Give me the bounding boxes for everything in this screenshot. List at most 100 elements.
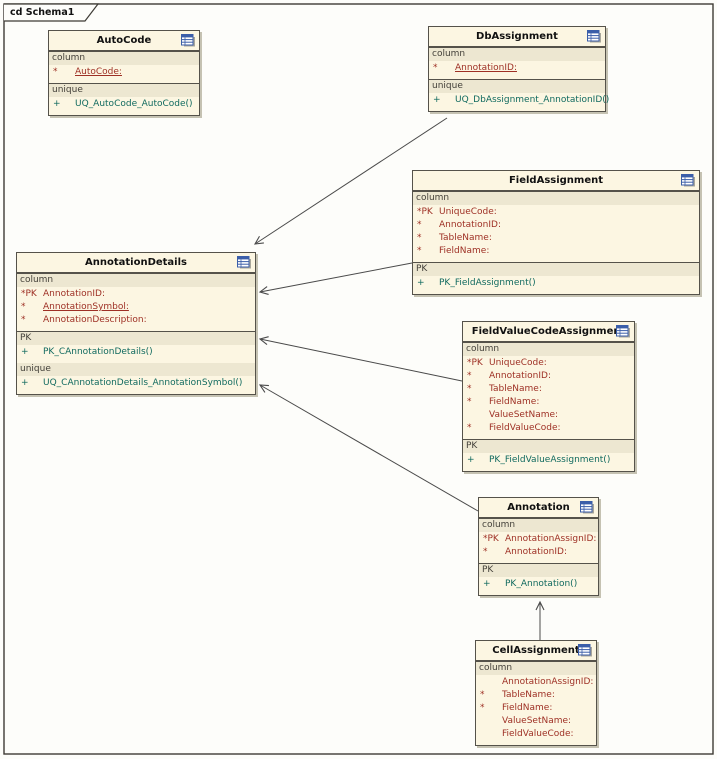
section-rows: AnnotationAssignID:*TableName:* FieldName… xyxy=(476,675,596,745)
row-name: TableName: xyxy=(502,690,555,700)
section-label: column xyxy=(479,519,598,532)
row-prefix xyxy=(476,676,502,689)
row-name: UQ_DbAssignment_AnnotationID() xyxy=(455,95,610,105)
entity-title: AnnotationDetails xyxy=(85,257,187,268)
attribute-row[interactable]: FieldValueCode: xyxy=(476,728,596,741)
section-label: column xyxy=(463,343,634,356)
operation-row[interactable]: + PK_FieldValueAssignment() xyxy=(463,454,634,467)
connector-Annotation-to-AnnotationDetails[interactable] xyxy=(258,384,479,512)
attribute-row[interactable]: *AutoCode: xyxy=(49,66,199,79)
entity-compartment: column*AutoCode: xyxy=(49,51,199,83)
attribute-row[interactable]: ValueSetName: xyxy=(476,715,596,728)
diagram-tab-label: cd Schema1 xyxy=(10,7,75,18)
attribute-row[interactable]: *AnnotationID: xyxy=(413,219,699,232)
row-prefix: * xyxy=(483,547,488,557)
row-name: AnnotationID: xyxy=(505,547,567,557)
attribute-row[interactable]: ValueSetName: xyxy=(463,409,634,422)
section-rows: *AnnotationID: xyxy=(429,61,605,79)
row-prefix: * xyxy=(467,423,472,433)
connector-DbAssignment-to-AnnotationDetails[interactable] xyxy=(253,117,448,245)
operation-row[interactable]: +PK_FieldAssignment() xyxy=(413,277,699,290)
row-prefix: * xyxy=(467,371,472,381)
entity-title: Annotation xyxy=(507,502,570,513)
attribute-row[interactable]: *FieldValueCode: xyxy=(463,422,634,435)
row-prefix: + xyxy=(21,378,29,388)
row-prefix: + xyxy=(467,455,475,465)
row-name: AnnotationDescription: xyxy=(43,315,147,325)
operation-row[interactable]: +PK_CAnnotationDetails() xyxy=(17,346,255,359)
entity-title-bar: FieldAssignment xyxy=(413,171,699,191)
row-name: FieldValueCode: xyxy=(502,729,574,739)
row-name: TableName: xyxy=(439,233,492,243)
row-name: UQ_AutoCode_AutoCode() xyxy=(75,99,193,109)
attribute-row[interactable]: *AnnotationSymbol: xyxy=(17,301,255,314)
row-name: PK_FieldValueAssignment() xyxy=(489,455,611,465)
row-prefix: + xyxy=(53,99,61,109)
section-label: PK xyxy=(479,564,598,577)
row-name: AnnotationID: xyxy=(43,289,105,299)
row-name: FieldName: xyxy=(502,703,553,713)
row-prefix: * xyxy=(467,384,472,394)
entity-title-bar: Annotation xyxy=(479,498,598,518)
section-label: column xyxy=(49,52,199,65)
attribute-row[interactable]: * FieldName: xyxy=(476,702,596,715)
row-prefix: *PK xyxy=(417,207,433,217)
section-label: unique xyxy=(49,84,199,97)
entity-compartment: PK+PK_CAnnotationDetails()unique+UQ_CAnn… xyxy=(17,331,255,394)
row-prefix: *PK xyxy=(483,534,499,544)
attribute-row[interactable]: AnnotationAssignID: xyxy=(476,676,596,689)
entity-title-bar: AutoCode xyxy=(49,31,199,51)
entity-title-bar: DbAssignment xyxy=(429,27,605,47)
row-name: PK_Annotation() xyxy=(505,579,578,589)
row-name: AnnotationID: xyxy=(455,63,517,73)
row-name: AnnotationSymbol: xyxy=(43,302,129,312)
row-prefix: * xyxy=(480,703,485,713)
attribute-row[interactable]: *TableName: xyxy=(413,232,699,245)
table-icon xyxy=(578,644,592,657)
attribute-row[interactable]: *AnnotationID: xyxy=(463,370,634,383)
section-label: column xyxy=(429,48,605,61)
attribute-row[interactable]: * AnnotationID: xyxy=(479,546,598,559)
attribute-row[interactable]: * TableName: xyxy=(463,383,634,396)
row-prefix: + xyxy=(417,278,425,288)
attribute-row[interactable]: *FieldName: xyxy=(463,396,634,409)
diagram-frame xyxy=(3,3,714,755)
entity-title: CellAssignment xyxy=(492,645,580,656)
connector-FieldValueCodeAssignment-to-AnnotationDetails[interactable] xyxy=(258,336,463,382)
operation-row[interactable]: + UQ_AutoCode_AutoCode() xyxy=(49,98,199,111)
operation-row[interactable]: +UQ_CAnnotationDetails_AnnotationSymbol(… xyxy=(17,377,255,390)
operation-row[interactable]: + UQ_DbAssignment_AnnotationID() xyxy=(429,94,609,107)
row-name: FieldName: xyxy=(489,397,540,407)
row-prefix xyxy=(476,715,502,728)
attribute-row[interactable]: *AnnotationDescription: xyxy=(17,314,255,327)
row-prefix: + xyxy=(433,95,441,105)
row-prefix: *PK xyxy=(467,358,483,368)
row-prefix: * xyxy=(53,67,58,77)
row-name: AnnotationID: xyxy=(439,220,501,230)
operation-row[interactable]: +PK_Annotation() xyxy=(479,578,598,591)
attribute-row[interactable]: *TableName: xyxy=(476,689,596,702)
attribute-row[interactable]: *FieldName: xyxy=(413,245,699,258)
entity-compartment: PK+PK_FieldValueAssignment() xyxy=(463,439,634,471)
row-name: TableName: xyxy=(489,384,542,394)
attribute-row[interactable]: *AnnotationID: xyxy=(429,62,605,75)
entity-title-bar: AnnotationDetails xyxy=(17,253,255,273)
connector-FieldAssignment-to-AnnotationDetails[interactable] xyxy=(258,262,413,295)
